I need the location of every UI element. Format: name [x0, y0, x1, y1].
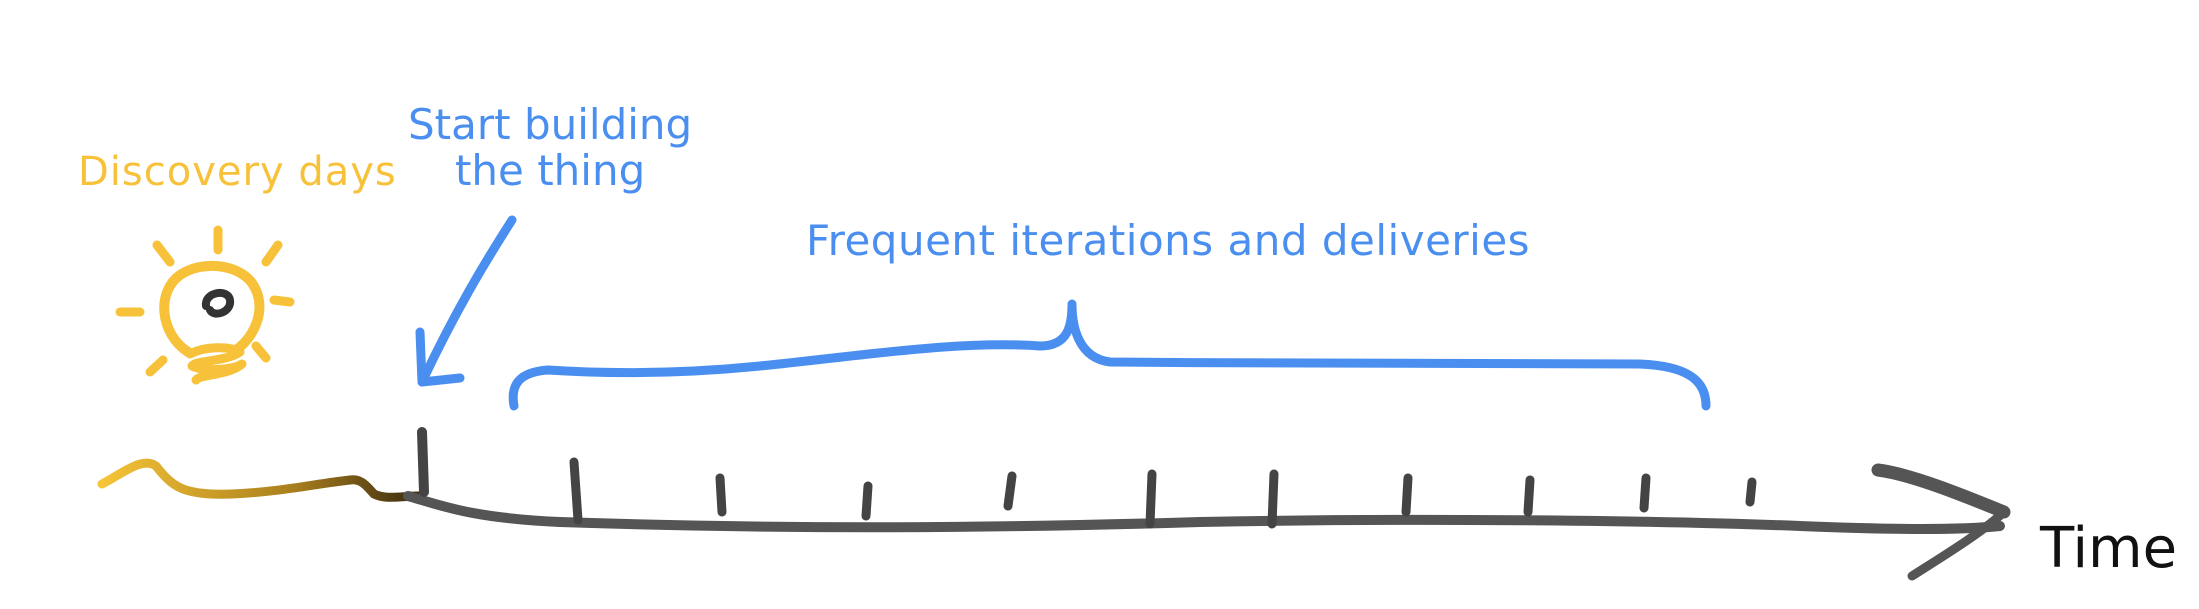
timeline-tick	[1145, 469, 1157, 529]
discovery-days-label: Discovery days	[78, 149, 397, 195]
timeline-tick	[1523, 475, 1535, 517]
discovery-squiggle	[97, 458, 425, 502]
start-building-label: Start building the thing	[408, 100, 693, 196]
timeline-tick	[1639, 473, 1651, 513]
iterations-brace	[508, 299, 1711, 411]
start-building-line2: the thing	[454, 146, 646, 196]
time-axis-label: Time	[2040, 516, 2178, 581]
timeline-tick	[417, 427, 429, 497]
timeline-arrowhead	[1871, 463, 2011, 581]
filament-icon	[202, 288, 235, 318]
timeline-tick	[1401, 473, 1413, 517]
frequent-iterations-label: Frequent iterations and deliveries	[806, 216, 1531, 265]
timeline-tick	[1745, 477, 1757, 507]
start-arrow	[415, 215, 517, 387]
timeline-tick	[1003, 471, 1017, 511]
timeline-tick	[569, 457, 583, 525]
timeline-tick	[1267, 469, 1279, 529]
timeline-tick	[861, 481, 873, 521]
lightbulb-icon	[115, 225, 295, 385]
timeline-axis	[403, 491, 2005, 534]
timeline-tick	[715, 473, 727, 517]
start-building-line1: Start building	[408, 100, 693, 149]
